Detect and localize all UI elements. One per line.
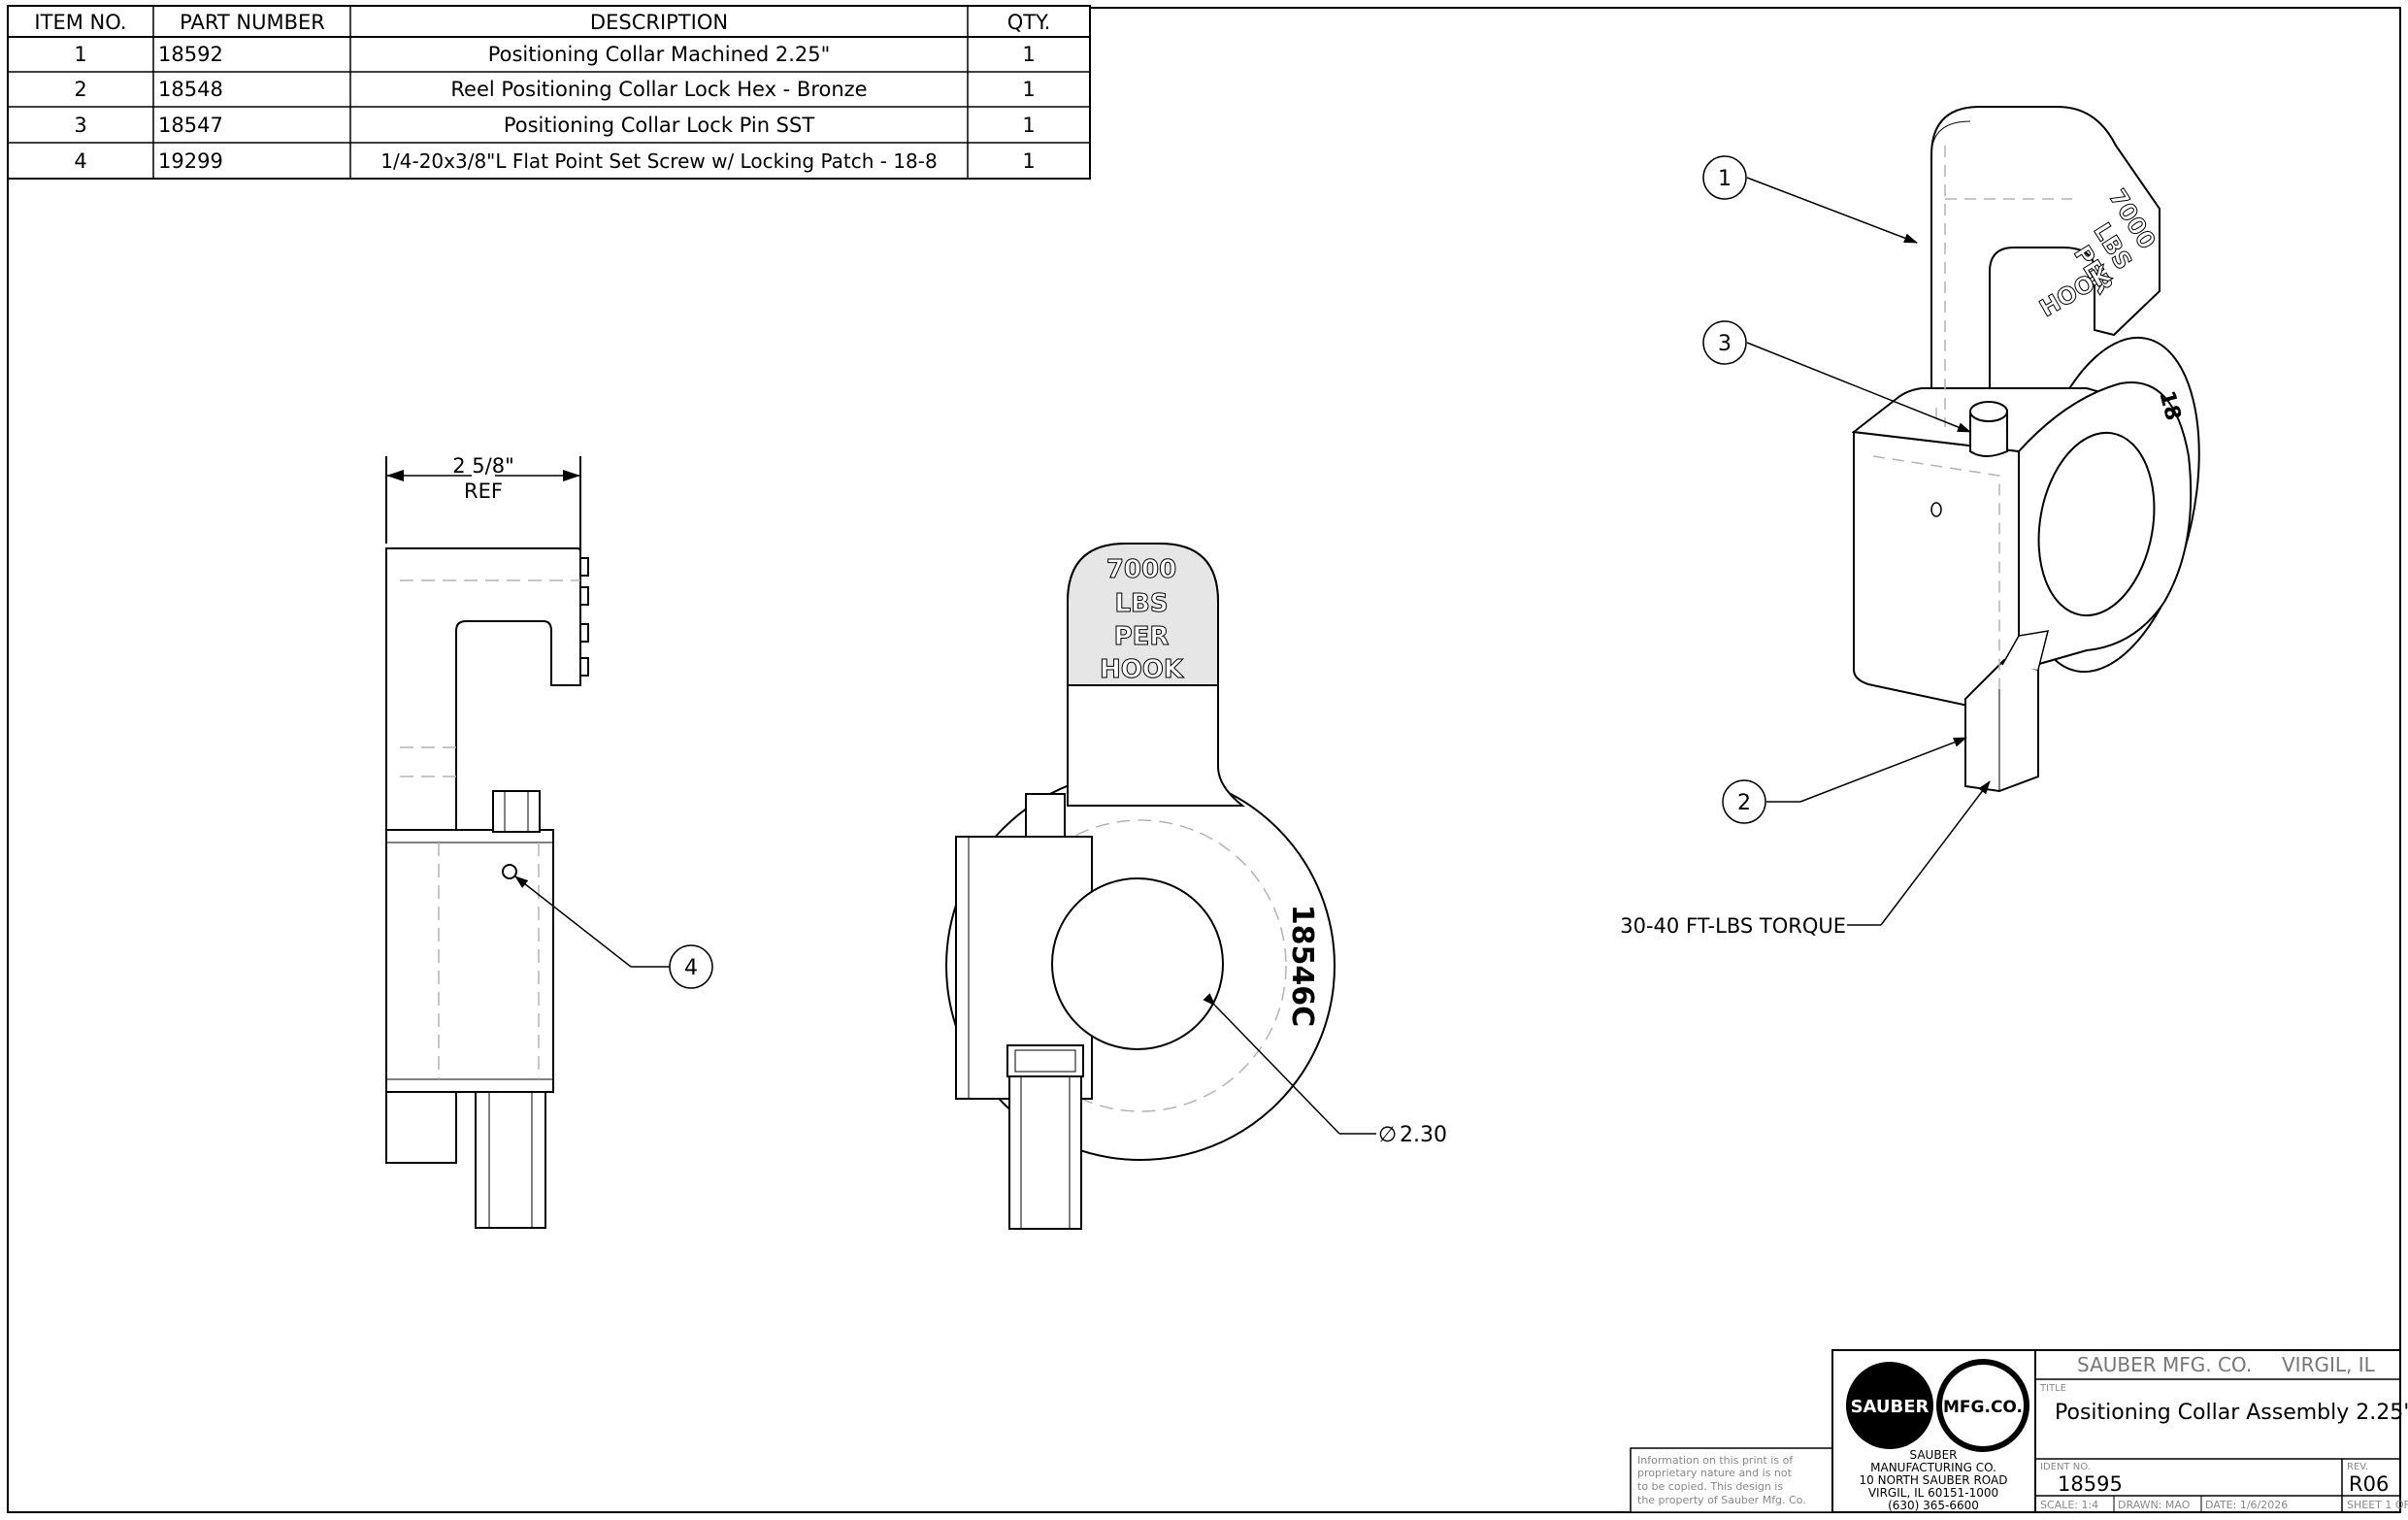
front-label-line-4: HOOK bbox=[1100, 655, 1184, 684]
side-hex-stem bbox=[475, 1091, 546, 1229]
balloon-1 bbox=[1702, 155, 1747, 200]
bom-header-part-number: PART NUMBER bbox=[180, 11, 325, 34]
bom-row: 1 18592 Positioning Collar Machined 2.25… bbox=[74, 43, 1035, 66]
width-dimension: 2 5/8" REF bbox=[385, 454, 581, 553]
balloon-3-label: 3 bbox=[1718, 332, 1732, 356]
front-view: 7000 LBS PER HOOK 18546C ∅ 2.30 bbox=[945, 543, 1447, 1230]
proprietary-line-4: the property of Sauber Mfg. Co. bbox=[1637, 1494, 1806, 1506]
iso-hook-upper bbox=[1930, 106, 2161, 429]
bom-cell-item: 4 bbox=[74, 149, 86, 173]
bom-cell-part-number: 18548 bbox=[158, 78, 223, 101]
front-label-line-1: 7000 bbox=[1106, 555, 1176, 584]
logo-text-right: MFG.CO. bbox=[1943, 1398, 2023, 1417]
bom-cell-qty: 1 bbox=[1022, 114, 1035, 137]
ident-number: 18595 bbox=[2058, 1472, 2123, 1496]
side-hook-body bbox=[385, 547, 581, 1164]
bom-cell-description: Positioning Collar Lock Pin SST bbox=[504, 114, 815, 137]
bom-cell-description: 1/4-20x3/8"L Flat Point Set Screw w/ Loc… bbox=[380, 149, 937, 173]
front-hex-stem bbox=[1008, 1075, 1082, 1230]
ident-caption: IDENT NO. bbox=[2040, 1462, 2091, 1472]
bom-cell-qty: 1 bbox=[1022, 43, 1035, 66]
proprietary-line-3: to be copied. This design is bbox=[1637, 1480, 1783, 1493]
bom-cell-description: Reel Positioning Collar Lock Hex - Bronz… bbox=[450, 78, 867, 101]
front-bore bbox=[1051, 877, 1224, 1050]
iso-view: 7000 LBS PER HOOK 18 1 3 2 30-40 FT-LBS … bbox=[1620, 106, 2200, 938]
bom-cell-part-number: 19299 bbox=[158, 149, 223, 173]
bom-header-qty: QTY. bbox=[1007, 11, 1051, 34]
dimension-value: 2 5/8" bbox=[452, 454, 514, 478]
bom-header-item: ITEM NO. bbox=[34, 11, 126, 34]
drawn-by: DRAWN: MAO bbox=[2118, 1499, 2191, 1511]
side-view: 2 5/8" REF bbox=[385, 454, 713, 1229]
revision: R06 bbox=[2349, 1472, 2389, 1496]
bom-row: 2 18548 Reel Positioning Collar Lock Hex… bbox=[74, 78, 1035, 101]
bom-cell-item: 3 bbox=[74, 114, 86, 137]
side-lock-pin bbox=[492, 790, 541, 833]
balloon-2 bbox=[1722, 779, 1766, 824]
bom-cell-item: 1 bbox=[74, 43, 86, 66]
bom-cell-item: 2 bbox=[74, 78, 86, 101]
scale: SCALE: 1:4 bbox=[2040, 1499, 2098, 1511]
front-part-mark: 18546C bbox=[1285, 905, 1319, 1027]
logo-text-left: SAUBER bbox=[1851, 1397, 1930, 1417]
front-capacity-label bbox=[1067, 543, 1219, 686]
bom-table: ITEM NO. PART NUMBER DESCRIPTION QTY. 1 … bbox=[7, 5, 1091, 180]
proprietary-line-1: Information on this print is of bbox=[1637, 1454, 1794, 1467]
balloon-3 bbox=[1702, 320, 1747, 365]
iso-lock-pin bbox=[1969, 409, 2008, 457]
address-line-1: SAUBER bbox=[1910, 1448, 1958, 1462]
iso-bore bbox=[2037, 431, 2156, 617]
address-line-2: MANUFACTURING CO. bbox=[1870, 1461, 1996, 1474]
sheet-number: SHEET 1 OF 1 bbox=[2347, 1499, 2408, 1511]
bom-cell-qty: 1 bbox=[1022, 149, 1035, 173]
balloon-2-label: 2 bbox=[1737, 791, 1751, 815]
address-line-5: (630) 365-6600 bbox=[1888, 1499, 1979, 1512]
balloon-1-label: 1 bbox=[1718, 167, 1732, 191]
address-line-3: 10 NORTH SAUBER ROAD bbox=[1860, 1473, 2008, 1487]
balloon-4 bbox=[669, 944, 713, 989]
proprietary-box bbox=[1630, 1447, 1833, 1513]
bom-header-description: DESCRIPTION bbox=[590, 11, 728, 34]
bom-cell-description: Positioning Collar Machined 2.25" bbox=[488, 43, 831, 66]
diameter-symbol: ∅ bbox=[1378, 1123, 1397, 1147]
proprietary-line-2: proprietary nature and is not bbox=[1637, 1467, 1793, 1479]
front-label-line-3: PER bbox=[1114, 622, 1170, 651]
side-collar-block bbox=[385, 829, 554, 1093]
front-label-line-2: LBS bbox=[1114, 589, 1168, 618]
torque-note: 30-40 FT-LBS TORQUE bbox=[1620, 914, 1846, 938]
dimension-ref: REF bbox=[464, 479, 503, 503]
bom-cell-qty: 1 bbox=[1022, 78, 1035, 101]
title-block: Information on this print is of propriet… bbox=[1630, 1349, 2408, 1513]
company-name: SAUBER MFG. CO. bbox=[2077, 1353, 2252, 1376]
bom-cell-part-number: 18547 bbox=[158, 114, 223, 137]
title-caption: TITLE bbox=[2039, 1383, 2066, 1394]
company-logo: SAUBER MFG.CO. bbox=[1846, 1359, 2029, 1452]
drawing-date: DATE: 1/6/2026 bbox=[2205, 1499, 2288, 1511]
front-lock-pin bbox=[1025, 793, 1066, 838]
balloon-4-label: 4 bbox=[684, 956, 698, 980]
sheet-border bbox=[7, 7, 2401, 1513]
bom-cell-part-number: 18592 bbox=[158, 43, 223, 66]
drawing-title: Positioning Collar Assembly 2.25" bbox=[2055, 1401, 2408, 1425]
bom-row: 4 19299 1/4-20x3/8"L Flat Point Set Scre… bbox=[74, 149, 1035, 173]
rev-caption: REV. bbox=[2347, 1462, 2368, 1472]
address-line-4: VIRGIL, IL 60151-1000 bbox=[1868, 1486, 1998, 1500]
bom-row: 3 18547 Positioning Collar Lock Pin SST … bbox=[74, 114, 1035, 137]
diameter-value: 2.30 bbox=[1400, 1123, 1447, 1147]
company-location: VIRGIL, IL bbox=[2282, 1353, 2376, 1376]
